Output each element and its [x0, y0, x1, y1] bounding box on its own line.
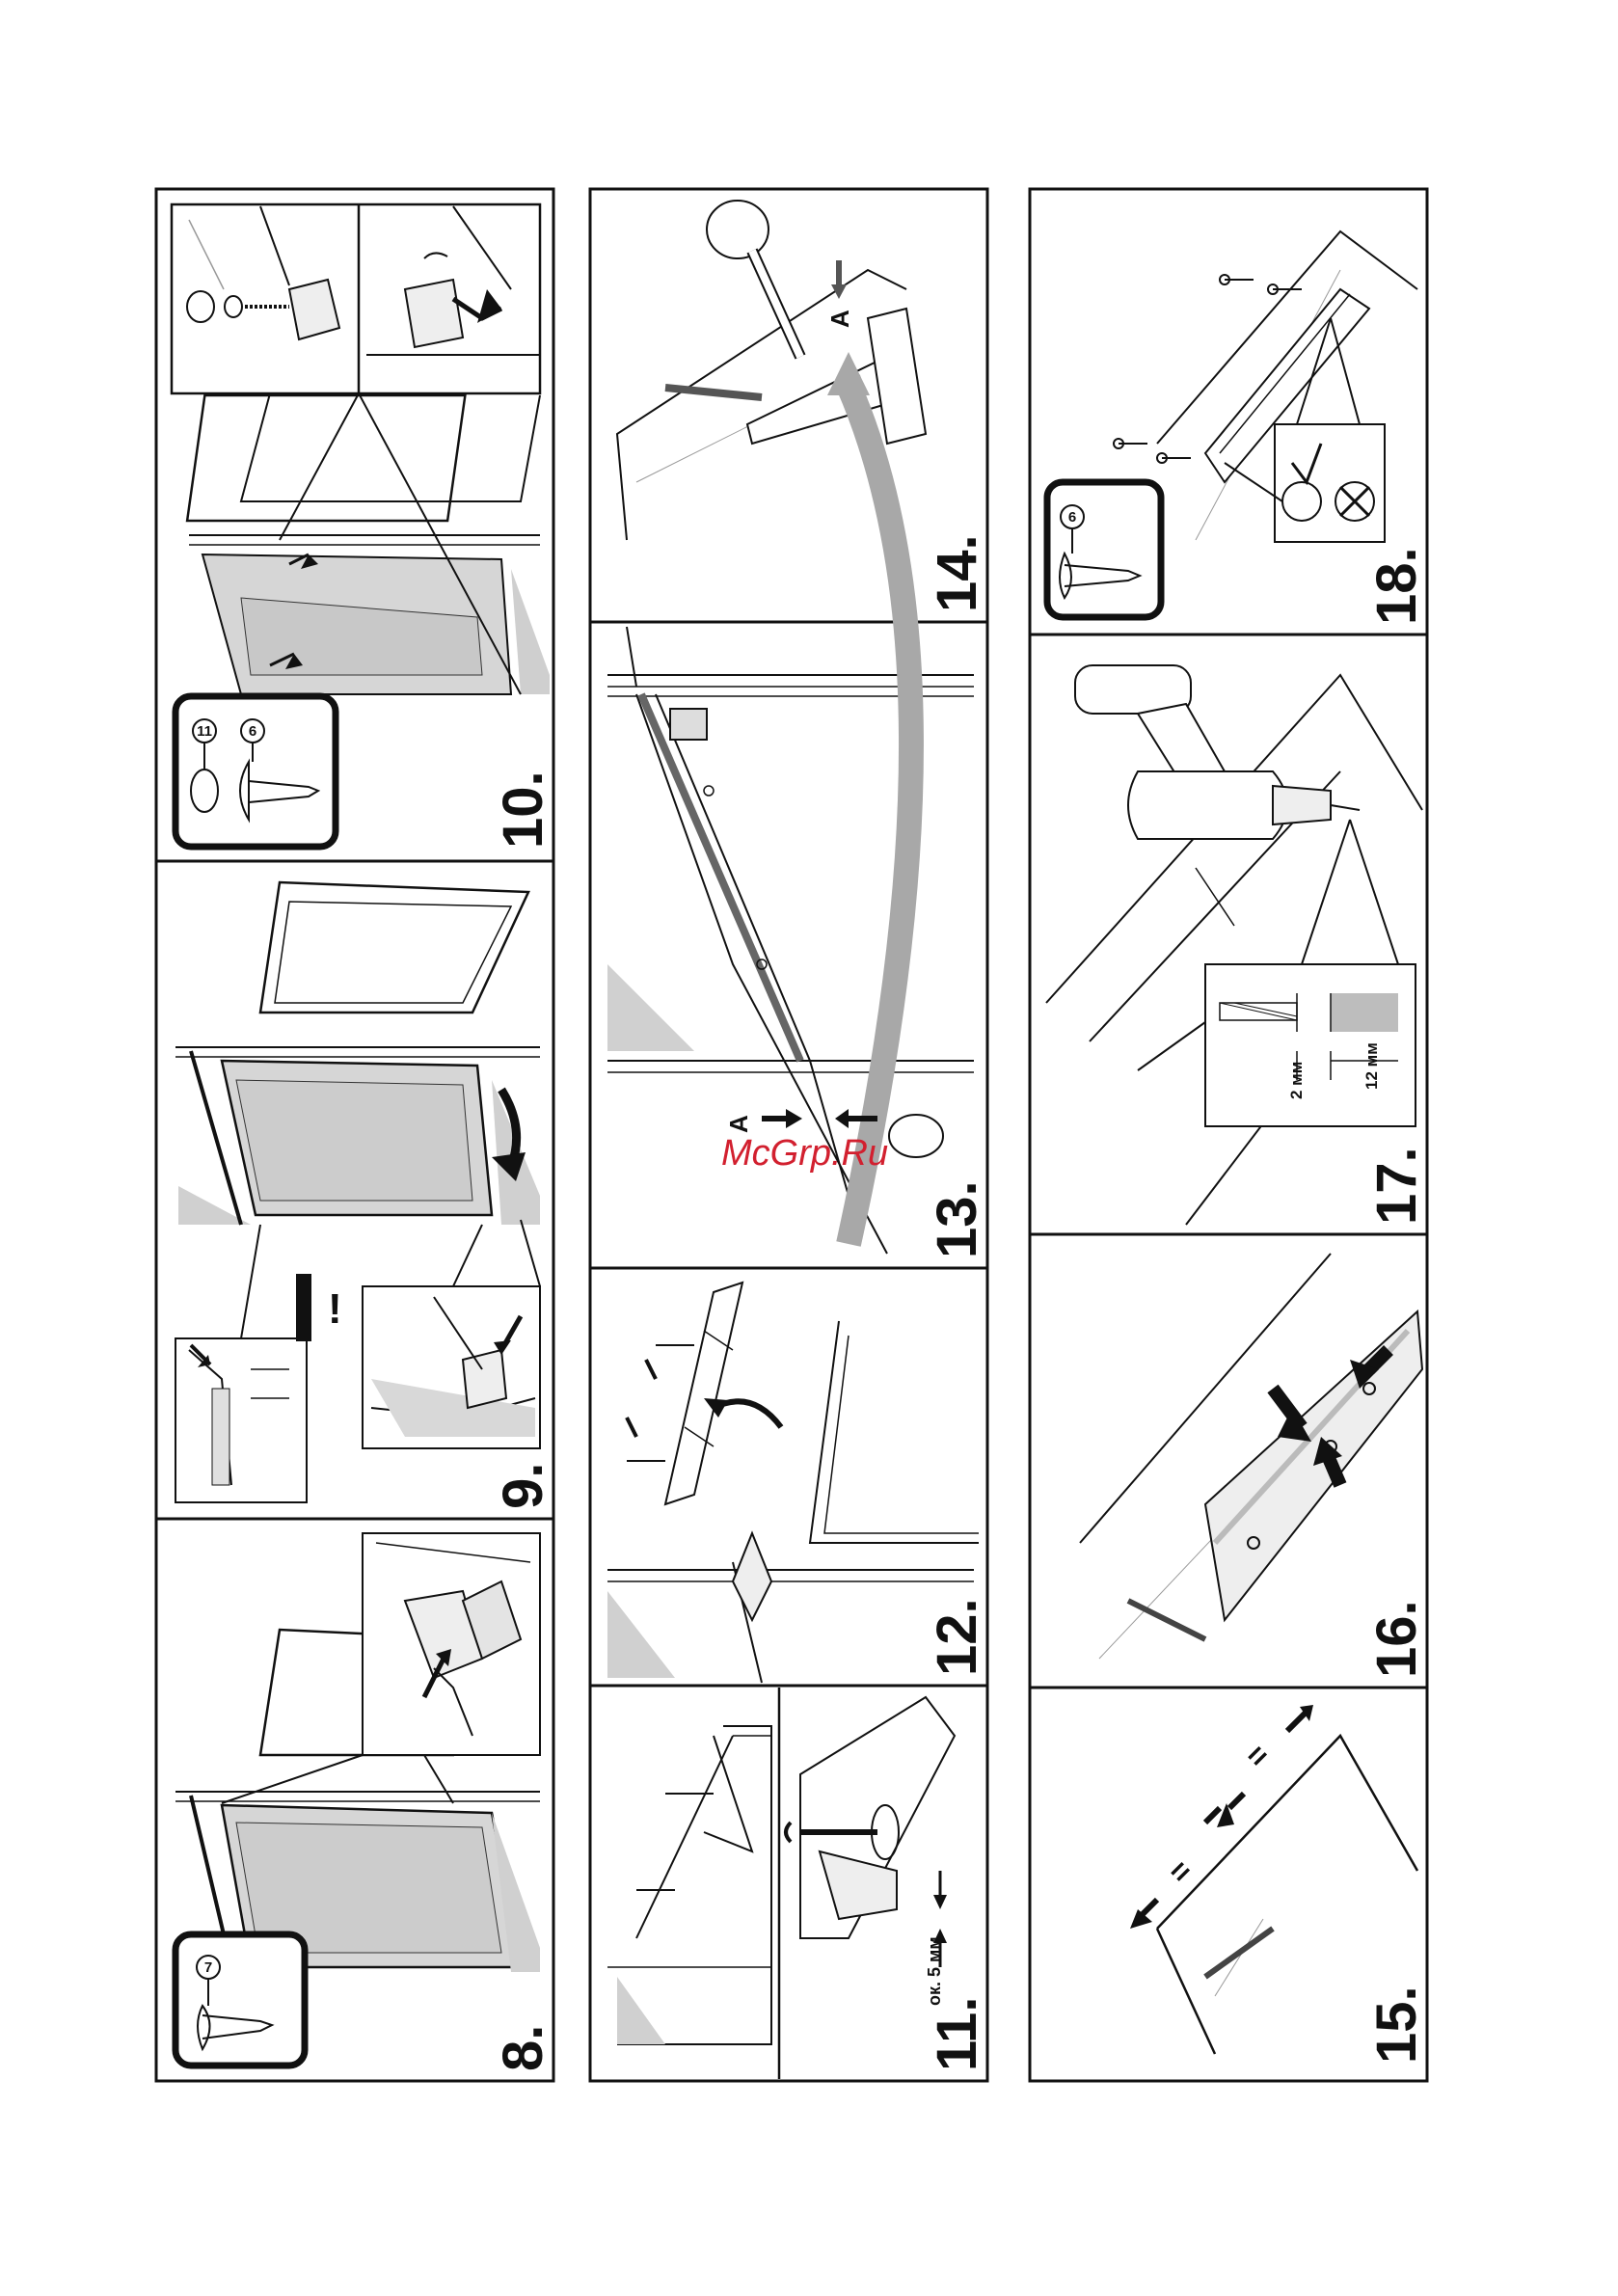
- panel-step-17: 2 мм 12 мм 17.: [1046, 665, 1428, 1225]
- panel-step-11: ок. 5 мм 11.: [607, 1688, 988, 2079]
- equal-sign-2: =: [1238, 1737, 1276, 1774]
- screw-number-11: 11: [197, 723, 212, 740]
- screw-number-6: 6: [249, 723, 256, 740]
- panel-step-8: 7 8.: [175, 1533, 554, 2071]
- panel-step-12: 12.: [607, 1283, 988, 1683]
- equal-sign-1: =: [1161, 1852, 1199, 1890]
- mark-a-top: A: [825, 310, 854, 328]
- step-number-18: 18.: [1365, 547, 1428, 625]
- panel-step-9: ! 9.: [175, 882, 554, 1509]
- panel-step-10: 11 6 10.: [172, 204, 554, 849]
- screw-number-6-right: 6: [1068, 509, 1076, 526]
- gap-label: ок. 5 мм: [925, 1936, 944, 2006]
- panel-step-13: A McGrp.Ru 13.: [607, 352, 988, 1258]
- step-number-11: 11.: [926, 1997, 988, 2071]
- drill-depth-label: 2 мм: [1287, 1062, 1306, 1099]
- screw-number-7: 7: [204, 1959, 212, 1976]
- step-number-17: 17.: [1365, 1147, 1428, 1225]
- panel-step-14: A 14.: [617, 201, 988, 612]
- drill-length-label: 12 мм: [1362, 1042, 1381, 1090]
- mark-a-bottom: A: [724, 1115, 753, 1133]
- panel-step-16: 16.: [1080, 1254, 1428, 1678]
- step-number-12: 12.: [926, 1598, 988, 1676]
- warning-mark: !: [328, 1285, 342, 1333]
- watermark: McGrp.Ru: [721, 1133, 888, 1174]
- step-number-16: 16.: [1365, 1600, 1428, 1678]
- panel-step-18: 6 18.: [1047, 231, 1428, 625]
- step-number-15: 15.: [1365, 1985, 1428, 2064]
- step-number-14: 14.: [926, 534, 988, 612]
- step-number-8: 8.: [492, 2025, 554, 2071]
- panel-step-15: = = 15.: [1130, 1705, 1428, 2064]
- step-number-9: 9.: [492, 1463, 554, 1509]
- step-number-13: 13.: [926, 1180, 988, 1258]
- step-number-10: 10.: [492, 770, 554, 849]
